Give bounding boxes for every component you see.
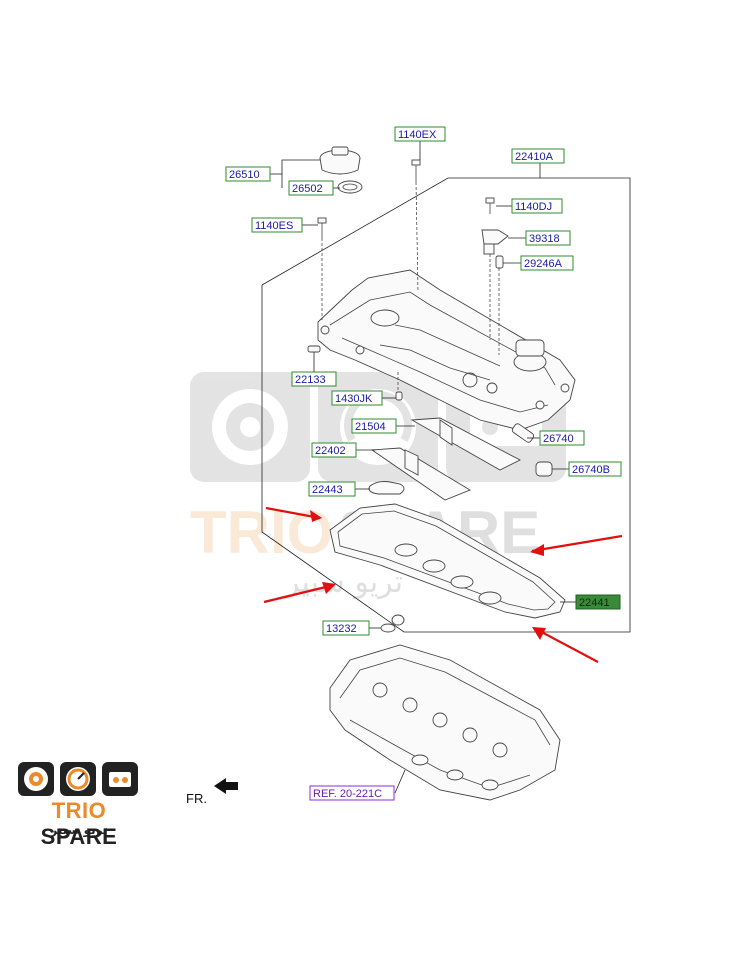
svg-text:13232: 13232 [326,623,357,635]
cylinder-head [329,644,561,801]
label-22402: 22402 [311,442,357,458]
label-22410A: 22410A [511,148,565,164]
svg-text:1140DJ: 1140DJ [515,201,552,213]
stud-22133 [307,345,321,353]
gasket-22443 [368,481,405,495]
svg-text:1430JK: 1430JK [335,393,373,405]
label-22443: 22443 [308,481,356,497]
label-21504: 21504 [351,418,397,434]
cap-gasket [337,180,363,194]
svg-text:26740B: 26740B [572,464,610,476]
engine-icon [102,762,138,796]
svg-text:26510: 26510 [229,169,260,181]
front-indicator: FR. [186,778,238,806]
svg-text:FR.: FR. [186,791,207,806]
highlight-arrows [263,506,623,663]
speaker-icon [18,762,54,796]
ocv-26740B [535,461,553,477]
label-26740: 26740 [539,430,585,446]
label-13232: 13232 [322,620,370,636]
label-26740B: 26740B [568,461,622,477]
label-1140EX: 1140EX [394,126,446,142]
brand-arabic: تريو سبير [50,823,108,837]
stud-29246A [495,255,504,269]
svg-text:22443: 22443 [312,484,343,496]
plug-1430JK [395,391,403,401]
label-39318: 39318 [525,230,571,246]
svg-text:REF. 20-221C: REF. 20-221C [313,788,382,800]
label-22441: 22441 [575,594,621,610]
label-26502: 26502 [288,180,334,196]
label-1430JK: 1430JK [331,390,383,406]
cover-gasket-22441 [329,503,566,619]
front-arrow-icon [214,778,238,794]
svg-text:26502: 26502 [292,183,323,195]
svg-text:39318: 39318 [529,233,560,245]
leader-lines [270,141,576,794]
brand-logo: TRIO SPARE تريو سبير [14,760,144,849]
brand-name: TRIO SPARE [14,798,144,850]
label-ref: REF. 20-221C [309,785,395,801]
svg-text:22441: 22441 [579,597,610,609]
bolt-1140DJ [485,197,495,214]
brand-icons [18,762,138,796]
watermark-arabic: تريو سبير [283,565,403,600]
gauge-icon [60,762,96,796]
svg-text:22133: 22133 [295,374,326,386]
svg-text:1140EX: 1140EX [398,129,437,141]
label-29246A: 29246A [520,255,574,271]
label-1140ES: 1140ES [251,217,303,233]
bolt-1140EX [411,159,421,182]
assembly-frame [261,177,631,633]
label-22133: 22133 [291,371,337,387]
svg-text:22402: 22402 [315,445,346,457]
sensor-39318 [481,229,509,255]
brand-name-left: TRIO [51,798,107,823]
svg-text:1140ES: 1140ES [255,220,293,232]
cylinder-head-cover [317,269,576,431]
svg-text:26740: 26740 [543,433,574,445]
baffle-plates [370,417,521,501]
label-26510: 26510 [225,166,271,182]
oil-filler-cap [319,146,361,175]
label-1140DJ: 1140DJ [511,198,563,214]
svg-text:22410A: 22410A [515,151,554,163]
svg-text:21504: 21504 [355,421,386,433]
bolt-1140ES [317,217,327,238]
seal-13232 [380,614,405,633]
svg-text:29246A: 29246A [524,258,563,270]
brand-name-right: SPARE [40,824,118,849]
